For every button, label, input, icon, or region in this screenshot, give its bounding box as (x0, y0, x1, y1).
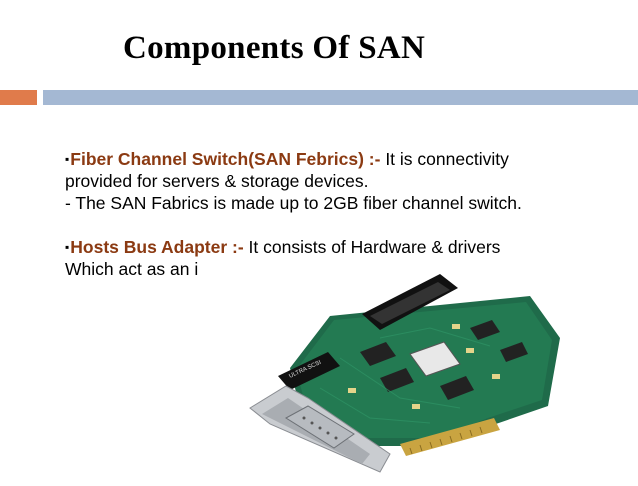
item-text: It consists of Hardware & drivers (243, 237, 501, 257)
item-text-line: provided for servers & storage devices. (65, 171, 369, 191)
accent-bar-blue (43, 90, 638, 105)
item-text-line: Which act as an i (65, 259, 199, 279)
item-text: It is connectivity (380, 149, 509, 169)
host-bus-adapter-card-image: ULTRA SCSI (230, 258, 560, 486)
accent-bar-orange (0, 90, 37, 105)
slide-body: ▪Fiber Channel Switch(SAN Febrics) :- It… (65, 148, 630, 280)
term-host-bus-adapter: Hosts Bus Adapter :- (70, 237, 244, 257)
slide-title: Components Of SAN (123, 30, 426, 66)
bullet-icon: ▪ (65, 152, 70, 166)
bullet-item-host-bus-adapter: ▪Hosts Bus Adapter :- It consists of Har… (65, 236, 630, 258)
bullet-icon: ▪ (65, 240, 70, 254)
bullet-item-fiber-channel-switch: ▪Fiber Channel Switch(SAN Febrics) :- It… (65, 148, 630, 170)
item-text-line: - The SAN Fabrics is made up to 2GB fibe… (65, 193, 522, 213)
term-fiber-channel-switch: Fiber Channel Switch(SAN Febrics) :- (70, 149, 381, 169)
